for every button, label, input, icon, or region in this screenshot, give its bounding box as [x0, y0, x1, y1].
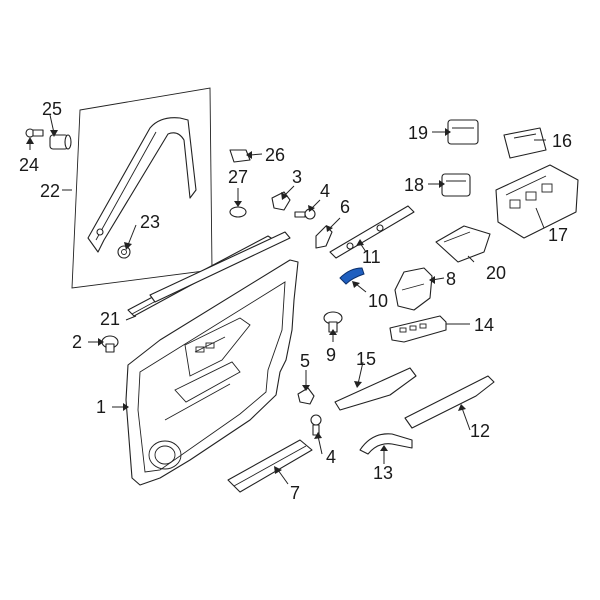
callout-17[interactable]: 17: [548, 225, 569, 245]
screw-24: [25, 128, 44, 138]
switch-16: [503, 127, 547, 159]
handle-13: [359, 433, 413, 455]
callout-27[interactable]: 27: [228, 167, 249, 187]
switch-panel-17: [495, 164, 579, 239]
window-channel-trim: [87, 117, 197, 253]
callout-20[interactable]: 20: [486, 263, 507, 283]
clip-25: [49, 134, 72, 150]
callout-13[interactable]: 13: [373, 463, 394, 483]
callout-19[interactable]: 19: [408, 123, 429, 143]
bracket-26: [229, 149, 251, 163]
bracket-6: [315, 225, 333, 249]
push-pin-9: [323, 311, 343, 333]
callout-8[interactable]: 8: [446, 269, 457, 289]
switch-19: [447, 119, 479, 145]
callout-3[interactable]: 3: [292, 167, 303, 187]
bracket-8: [394, 267, 433, 311]
screw-4-lower: [310, 414, 322, 436]
callout-15[interactable]: 15: [356, 349, 377, 369]
callout-6[interactable]: 6: [340, 197, 351, 217]
callout-10[interactable]: 10: [368, 291, 389, 311]
trim-strip-11: [329, 205, 415, 259]
callout-7[interactable]: 7: [290, 483, 301, 503]
callout-21[interactable]: 21: [100, 309, 121, 329]
leader-lines: [26, 114, 546, 485]
callout-2[interactable]: 2: [72, 332, 83, 352]
callout-18[interactable]: 18: [404, 175, 425, 195]
bracket-15: [334, 367, 417, 411]
callout-26[interactable]: 26: [265, 145, 286, 165]
callout-4-lower[interactable]: 4: [326, 447, 337, 467]
screw-4-upper: [294, 208, 316, 220]
module-20: [435, 225, 491, 263]
bracket-12: [404, 375, 495, 429]
callout-5[interactable]: 5: [300, 351, 311, 371]
insert-10: [339, 267, 365, 285]
weatherstrip: [149, 231, 291, 303]
clip-2: [101, 335, 119, 353]
callout-25[interactable]: 25: [42, 99, 63, 119]
callout-16[interactable]: 16: [552, 131, 573, 151]
callout-9[interactable]: 9: [326, 345, 337, 365]
bracket-14: [389, 315, 447, 343]
callout-23[interactable]: 23: [140, 212, 161, 232]
clip-27: [229, 206, 247, 218]
callout-22[interactable]: 22: [40, 181, 61, 201]
callout-24[interactable]: 24: [19, 155, 40, 175]
door-trim-panel-1: [125, 259, 299, 486]
callout-12[interactable]: 12: [470, 421, 491, 441]
armrest-7: [227, 439, 313, 493]
callout-1[interactable]: 1: [96, 397, 107, 417]
bracket-3: [271, 191, 291, 211]
callout-14[interactable]: 14: [474, 315, 495, 335]
switch-18: [441, 173, 471, 197]
callout-11[interactable]: 11: [362, 247, 381, 267]
callout-4-upper[interactable]: 4: [320, 181, 331, 201]
